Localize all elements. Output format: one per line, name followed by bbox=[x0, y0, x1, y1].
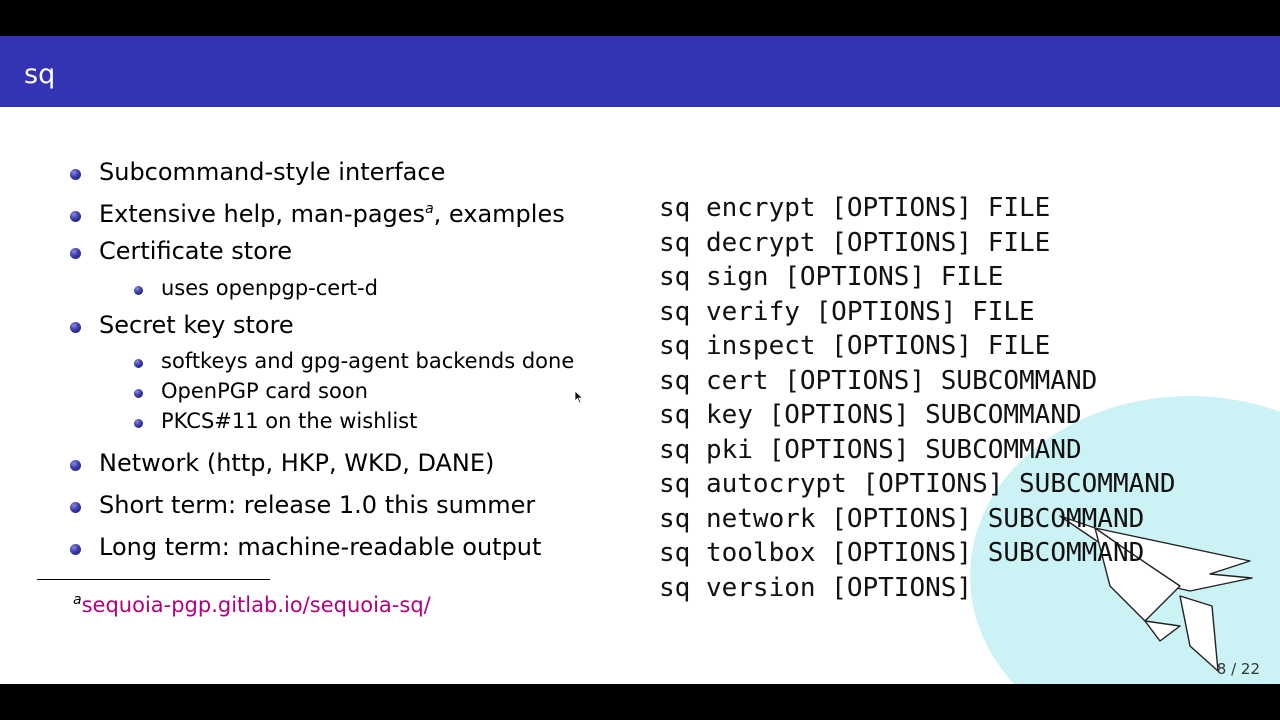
footnote: asequoia-pgp.gitlab.io/sequoia-sq/ bbox=[73, 587, 431, 618]
command-list: sq encrypt [OPTIONS] FILE sq decrypt [OP… bbox=[659, 191, 1176, 605]
command-line: sq inspect [OPTIONS] FILE bbox=[659, 331, 1051, 361]
bullet-secret-key-store: Secret key store bbox=[99, 311, 294, 339]
slide: sq Subcommand-style interface Extensive … bbox=[0, 36, 1280, 684]
sequoia-bird-logo-icon bbox=[1059, 515, 1253, 672]
command-line: sq pki [OPTIONS] SUBCOMMAND bbox=[659, 434, 1082, 465]
bullet-help-tail: , examples bbox=[433, 200, 565, 228]
sub-bullet-icon bbox=[134, 389, 143, 398]
footnote-rule bbox=[37, 579, 270, 580]
page-number: 8 / 22 bbox=[1216, 660, 1260, 678]
command-line: sq decrypt [OPTIONS] FILE bbox=[659, 227, 1051, 258]
bullet-icon bbox=[70, 460, 81, 471]
bullet-icon bbox=[70, 211, 81, 222]
sub-bullet-icon bbox=[134, 419, 143, 428]
command-line: sq cert [OPTIONS] SUBCOMMAND bbox=[659, 365, 1098, 396]
bullet-short-term: Short term: release 1.0 this summer bbox=[99, 491, 536, 519]
sub-bullet-icon bbox=[134, 286, 143, 295]
bullet-help-text: Extensive help, man-pages bbox=[99, 200, 426, 228]
bullet-help: Extensive help, man-pagesa, examples bbox=[99, 200, 565, 228]
command-line: sq verify [OPTIONS] FILE bbox=[659, 296, 1035, 327]
command-line: sq toolbox [OPTIONS] SUBCOMMAND bbox=[659, 538, 1145, 568]
command-line: sq sign [OPTIONS] FILE bbox=[659, 262, 1004, 292]
bullet-long-term: Long term: machine-readable output bbox=[99, 533, 542, 561]
mouse-pointer-icon bbox=[574, 390, 584, 404]
sub-bullet-pkcs11: PKCS#11 on the wishlist bbox=[161, 409, 418, 433]
bullet-cert-store: Certificate store bbox=[99, 237, 292, 265]
footnote-mark: a bbox=[73, 592, 82, 608]
command-line: sq network [OPTIONS] SUBCOMMAND bbox=[659, 503, 1145, 534]
sub-bullet-cert-d: uses openpgp-cert-d bbox=[161, 276, 379, 300]
command-line: sq encrypt [OPTIONS] FILE bbox=[659, 193, 1051, 223]
sub-bullet-softkeys: softkeys and gpg-agent backends done bbox=[161, 349, 575, 373]
bullet-icon bbox=[70, 248, 81, 259]
bullet-icon bbox=[70, 169, 81, 180]
frame-title: sq bbox=[24, 59, 56, 90]
frame-title-bar: sq bbox=[0, 36, 1280, 107]
command-line: sq version [OPTIONS] bbox=[659, 572, 973, 603]
sub-bullet-openpgp-card: OpenPGP card soon bbox=[161, 379, 368, 403]
sub-bullet-icon bbox=[134, 359, 143, 368]
command-line: sq key [OPTIONS] SUBCOMMAND bbox=[659, 400, 1082, 430]
bullet-icon bbox=[70, 322, 81, 333]
command-line: sq autocrypt [OPTIONS] SUBCOMMAND bbox=[659, 469, 1176, 499]
bullet-icon bbox=[70, 502, 81, 513]
footnote-ref: a bbox=[425, 201, 434, 217]
footnote-link[interactable]: sequoia-pgp.gitlab.io/sequoia-sq/ bbox=[81, 593, 431, 617]
bullet-network: Network (http, HKP, WKD, DANE) bbox=[99, 449, 495, 477]
bullet-subcommand: Subcommand-style interface bbox=[99, 158, 446, 186]
bullet-icon bbox=[70, 544, 81, 555]
